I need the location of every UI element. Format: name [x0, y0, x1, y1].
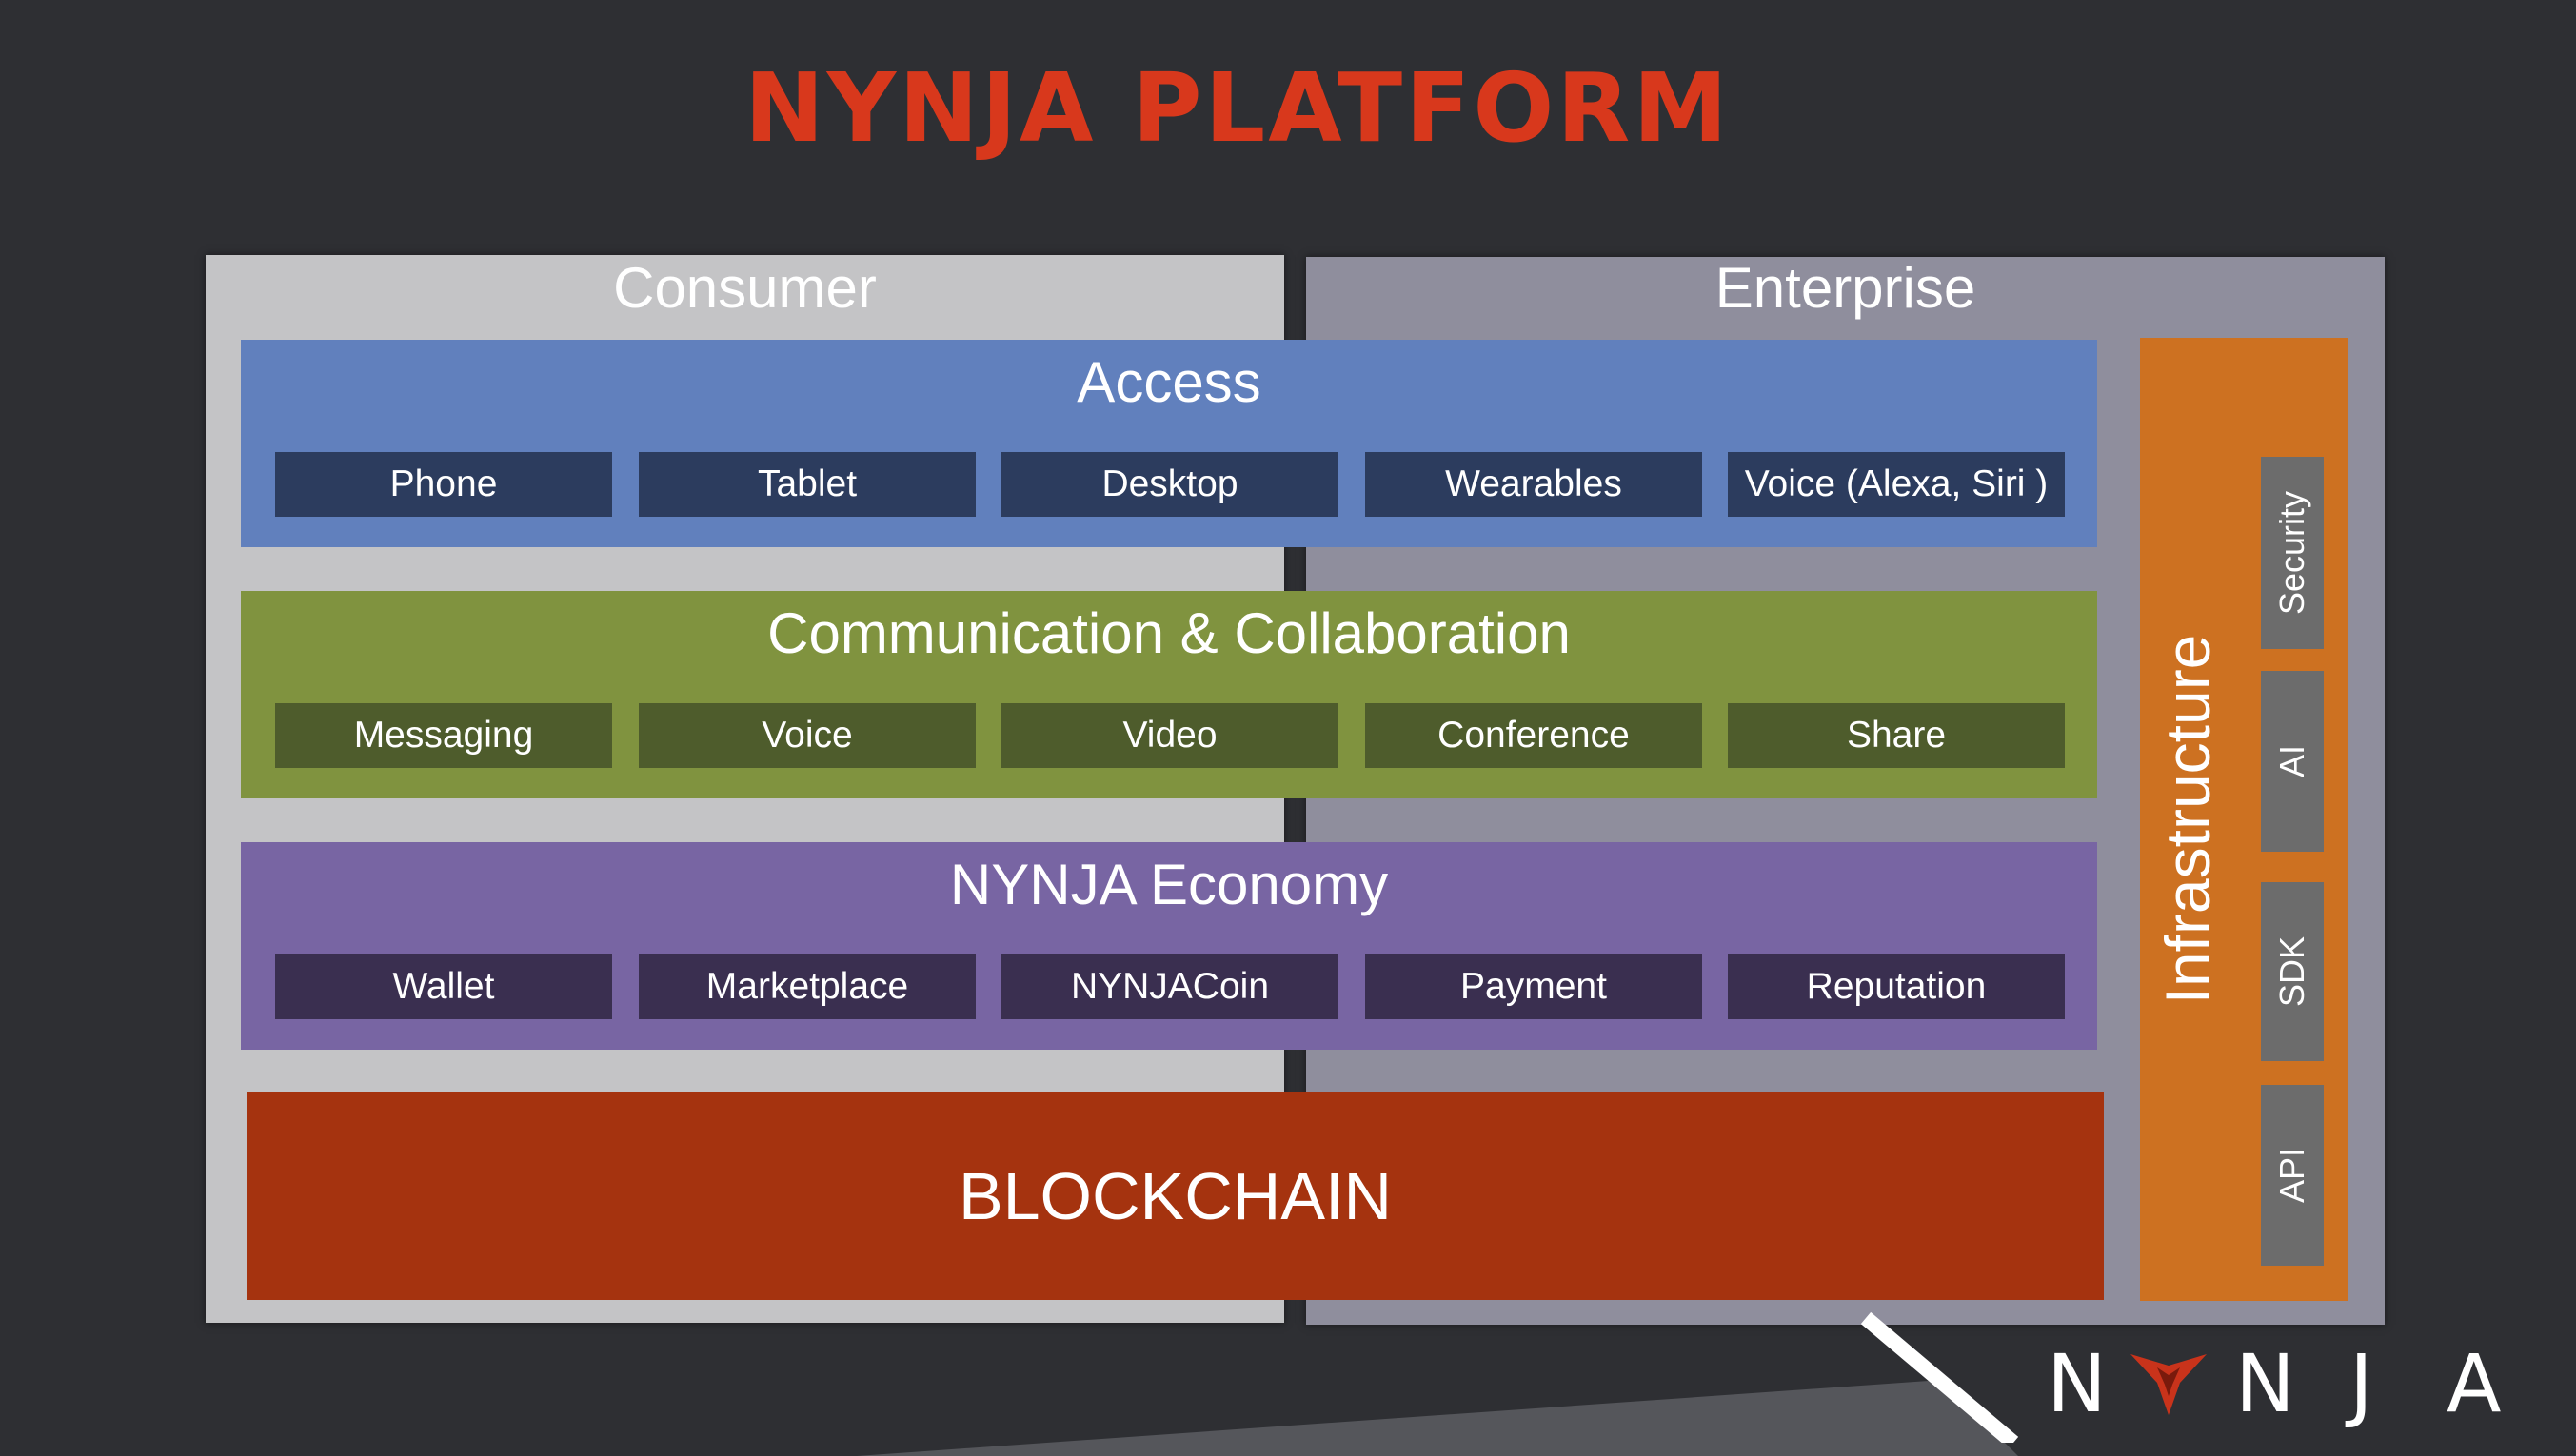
blockchain-label: BLOCKCHAIN	[958, 1159, 1393, 1233]
floor-shape	[857, 1380, 2018, 1456]
economy-item-nynjacoin: NYNJACoin	[1001, 954, 1338, 1019]
page-title: NYNJA PLATFORM	[744, 52, 1731, 164]
communication-item-messaging: Messaging	[275, 703, 612, 768]
logo-letter-a: A	[2447, 1337, 2511, 1430]
infra-item-ai: AI	[2261, 671, 2324, 852]
logo-letter-n2: N	[2235, 1337, 2305, 1430]
logo-letter-j: J	[2349, 1337, 2383, 1430]
communication-item-voice: Voice	[639, 703, 976, 768]
infra-item-sdk: SDK	[2261, 882, 2324, 1061]
infra-item-security: Security	[2261, 457, 2324, 649]
logo-letter-n1: N	[2047, 1337, 2116, 1430]
ninja-star-icon	[2130, 1354, 2207, 1415]
access-band: Access Phone Tablet Desktop Wearables Vo…	[241, 340, 2097, 547]
access-title: Access	[1077, 350, 1261, 414]
economy-item-reputation: Reputation	[1728, 954, 2065, 1019]
economy-item-wallet: Wallet	[275, 954, 612, 1019]
communication-item-video: Video	[1001, 703, 1338, 768]
economy-item-payment: Payment	[1365, 954, 1702, 1019]
infra-item-api: API	[2261, 1085, 2324, 1266]
enterprise-label: Enterprise	[1714, 256, 1976, 320]
access-item-voice-assistant: Voice (Alexa, Siri )	[1728, 452, 2065, 517]
infrastructure-column: Infrastructure Security AI SDK API	[2140, 338, 2348, 1301]
access-item-wearables: Wearables	[1365, 452, 1702, 517]
access-item-desktop: Desktop	[1001, 452, 1338, 517]
access-item-tablet: Tablet	[639, 452, 976, 517]
consumer-label: Consumer	[613, 256, 877, 320]
blockchain-band: BLOCKCHAIN	[247, 1092, 2104, 1300]
communication-item-conference: Conference	[1365, 703, 1702, 768]
communication-title: Communication & Collaboration	[767, 601, 1571, 665]
economy-item-marketplace: Marketplace	[639, 954, 976, 1019]
economy-band: NYNJA Economy Wallet Marketplace NYNJACo…	[241, 842, 2097, 1050]
communication-band: Communication & Collaboration Messaging …	[241, 591, 2097, 798]
communication-item-share: Share	[1728, 703, 2065, 768]
access-item-phone: Phone	[275, 452, 612, 517]
nynja-logo: N N J A	[2047, 1337, 2523, 1430]
economy-title: NYNJA Economy	[949, 853, 1389, 916]
